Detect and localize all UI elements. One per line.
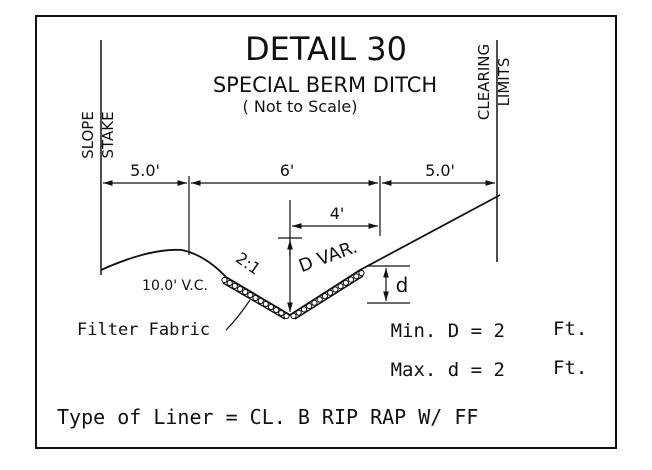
riprap-stone <box>236 285 244 293</box>
riprap-stone <box>283 312 290 320</box>
riprap-stone <box>306 303 313 310</box>
dim-center-text: 6' <box>280 161 295 180</box>
riprap-stone <box>290 312 297 320</box>
riprap-stone <box>242 288 249 296</box>
riprap-stone <box>316 296 323 303</box>
riprap-liner <box>221 269 365 320</box>
filter-fabric-label: Filter Fabric <box>77 320 210 340</box>
riprap-stone <box>247 291 254 299</box>
max-depth-text: Max. d = 2 <box>391 359 505 381</box>
riprap-stone <box>300 306 308 313</box>
riprap-stone <box>267 303 275 311</box>
ground-profile <box>100 194 501 317</box>
dim-offset-text: 4' <box>330 204 345 223</box>
riprap-stone <box>337 283 344 290</box>
not-to-scale-note: ( Not to Scale) <box>243 97 358 116</box>
riprap-stone <box>295 309 302 316</box>
riprap-stone <box>252 294 259 302</box>
riprap-stone <box>262 300 269 308</box>
riprap-stone <box>353 273 360 280</box>
filter-fabric-leader <box>225 299 251 331</box>
clearing-limits-label-1: CLEARING <box>475 44 493 120</box>
riprap-stone <box>332 286 339 293</box>
riprap-stone <box>311 299 318 306</box>
drawing-border <box>35 15 617 449</box>
riprap-stone <box>257 297 264 305</box>
clearing-limits-label-2: LIMITS <box>495 58 513 107</box>
riprap-stone <box>327 289 334 296</box>
riprap-stone <box>358 269 365 277</box>
detail-title: DETAIL 30 <box>245 30 407 68</box>
slope-stake-label-2: STAKE <box>99 111 117 158</box>
liner-type-text: Type of Liner = CL. B RIP RAP W/ FF <box>57 405 478 429</box>
max-depth-unit: Ft. <box>553 357 587 379</box>
dim-left-text: 5.0' <box>130 161 160 180</box>
depth-small-label: d <box>396 273 409 297</box>
riprap-edge <box>294 275 364 320</box>
depth-var-label: D VAR. <box>296 237 360 277</box>
detail-subtitle: SPECIAL BERM DITCH <box>213 73 437 97</box>
vertical-curve-label: 10.0' V.C. <box>142 278 208 294</box>
riprap-stone <box>278 309 285 317</box>
riprap-stone <box>342 279 349 286</box>
riprap-stone <box>273 306 280 314</box>
riprap-stone <box>226 279 233 287</box>
riprap-stone <box>231 282 238 290</box>
dim-right-text: 5.0' <box>425 161 455 180</box>
min-depth-text: Min. D = 2 <box>391 320 505 342</box>
slope-ratio-label: 2:1 <box>232 248 264 278</box>
min-depth-unit: Ft. <box>553 318 587 340</box>
riprap-stone <box>221 276 228 284</box>
riprap-edge <box>222 282 286 320</box>
riprap-stone <box>347 276 355 283</box>
slope-stake-label-1: SLOPE <box>79 111 97 159</box>
riprap-stone <box>321 293 328 300</box>
